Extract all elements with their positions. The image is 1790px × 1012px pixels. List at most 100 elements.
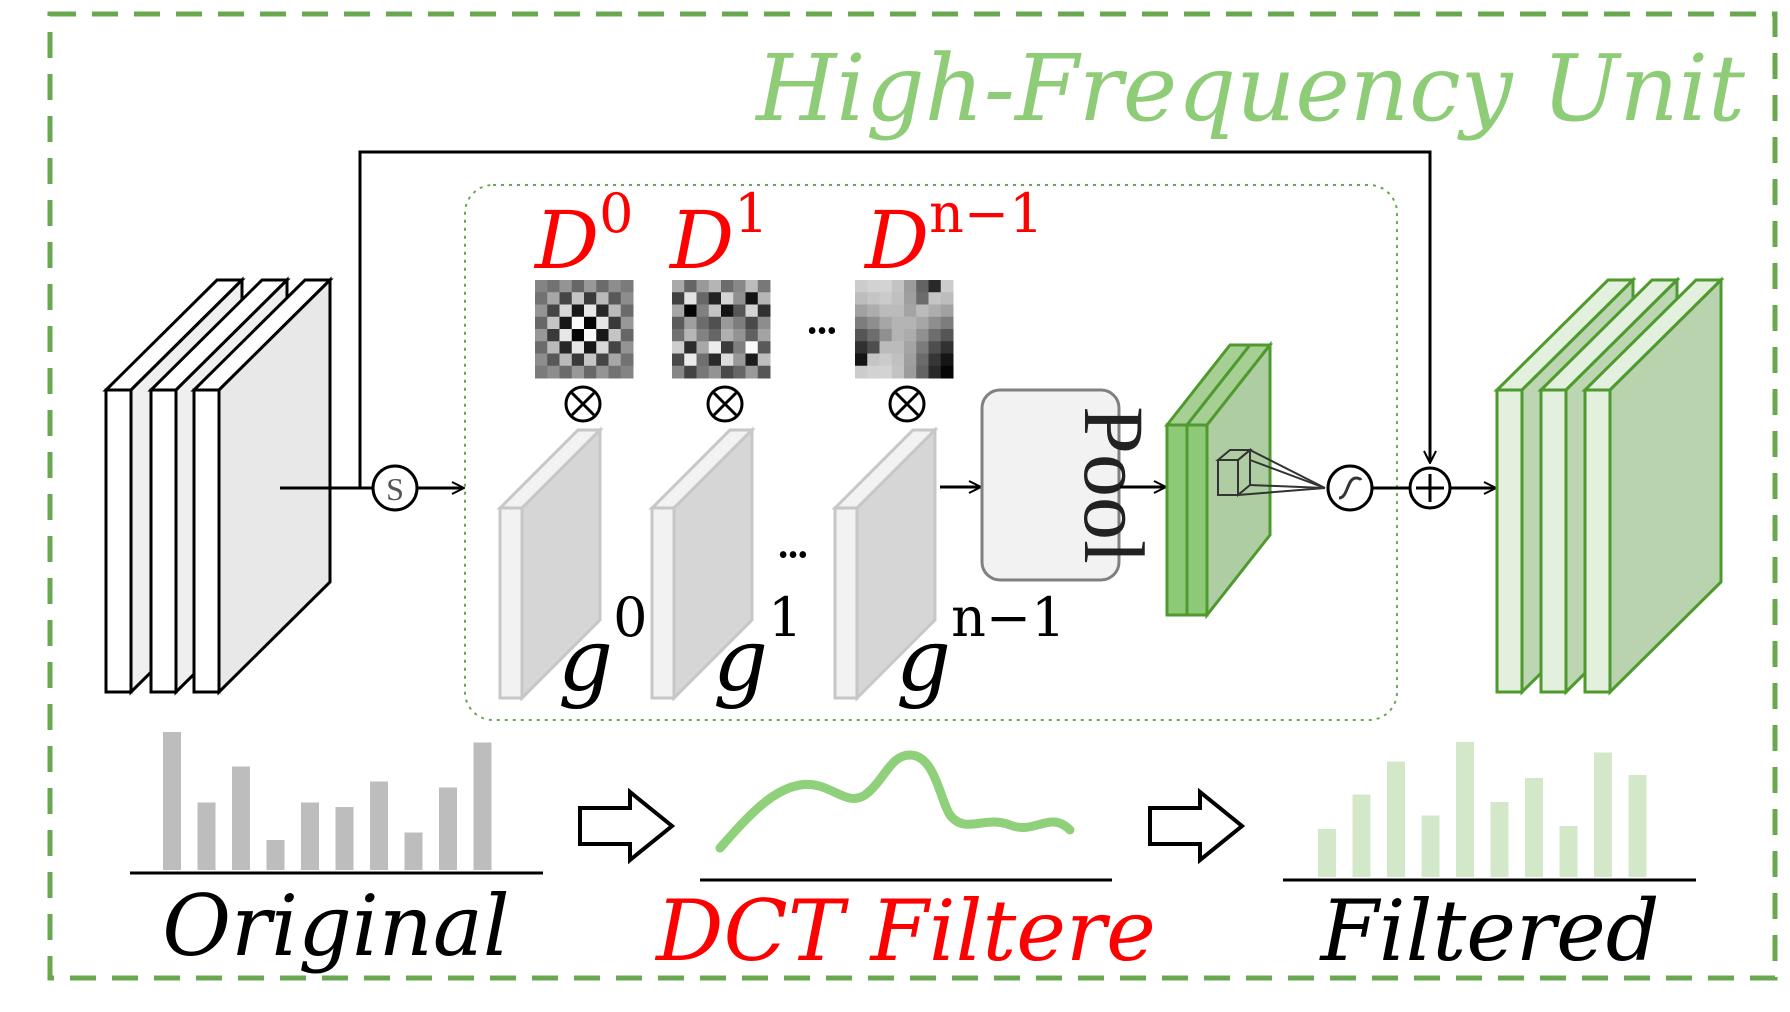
dct-pattern-cell	[904, 316, 917, 330]
caption-filtered: Filtered	[1318, 882, 1659, 980]
dct-pattern-cell	[733, 292, 746, 305]
histogram-bar	[266, 840, 285, 870]
dct-pattern-cell	[535, 280, 548, 293]
input-feature-map	[190, 276, 334, 696]
dct-pattern-cell	[559, 353, 573, 367]
dct-pattern-cell	[620, 329, 634, 342]
histogram-bar	[1628, 775, 1647, 877]
dct-pattern-cell	[559, 316, 573, 330]
dct-pattern-cell	[584, 316, 597, 330]
dct-pattern-cell	[535, 365, 548, 379]
dct-pattern-cell	[867, 304, 880, 318]
dct-pattern-cell	[672, 329, 685, 342]
histogram-bar	[439, 787, 457, 870]
dct-pattern-cell	[940, 304, 954, 318]
group-label-n-1: gn−1	[896, 586, 1065, 711]
dct-pattern-cell	[620, 280, 634, 293]
output-feature-maps	[1493, 276, 1725, 696]
group-label-0: g0	[558, 586, 647, 711]
dct-pattern-cell	[867, 280, 880, 293]
dct-pattern-cell	[721, 304, 734, 318]
dct-pattern-cell	[891, 304, 905, 318]
dct-pattern-cell	[855, 341, 868, 354]
histogram-bar	[1387, 761, 1405, 877]
dct-pattern-cell	[721, 353, 734, 367]
original-bar-chart	[163, 732, 492, 870]
dct-pattern-cell	[708, 329, 722, 342]
dct-pattern-cell	[596, 329, 609, 342]
dct-pattern-cell	[672, 341, 685, 354]
dct-pattern-cell	[904, 341, 917, 354]
dct-pattern-cell	[596, 292, 609, 305]
dct-pattern-cell	[928, 341, 942, 354]
dct-pattern-cell	[708, 280, 722, 293]
dct-pattern-cell	[745, 365, 759, 379]
dct-pattern-cell	[733, 304, 746, 318]
dct-pattern-cell	[596, 365, 609, 379]
dct-pattern-cell	[928, 329, 942, 342]
dct-pattern-cell	[879, 316, 893, 330]
dct-pattern-cell	[733, 341, 746, 354]
dct-pattern-cell	[904, 280, 917, 293]
dct-pattern-cell	[584, 341, 597, 354]
dct-pattern-cell	[745, 329, 759, 342]
dct-pattern-cell	[916, 341, 929, 354]
skip-connection-arrow	[358, 150, 1430, 488]
filtered-bar-chart	[1318, 742, 1647, 877]
dct-pattern-cell	[855, 316, 868, 330]
dct-pattern-cell	[940, 292, 954, 305]
dct-pattern-cell	[708, 316, 722, 330]
dct-pattern-cell	[672, 304, 685, 318]
dct-pattern-cell	[571, 341, 585, 354]
dct-pattern-cell	[696, 280, 710, 293]
dct-pattern-cell	[928, 292, 942, 305]
dct-pattern-cell	[596, 316, 609, 330]
dct-pattern-cell	[535, 304, 548, 318]
dct-pattern-cell	[855, 304, 868, 318]
dct-pattern-cell	[757, 329, 771, 342]
dct-pattern-cell	[867, 353, 880, 367]
dct-pattern-cell	[879, 341, 893, 354]
dct-pattern-cell	[708, 341, 722, 354]
unit-title: High-Frequency Unit	[754, 35, 1746, 142]
dct-pattern-cell	[684, 341, 697, 354]
multiply-operator	[564, 385, 602, 423]
dct-pattern-cell	[708, 365, 722, 379]
dct-pattern-cell	[904, 292, 917, 305]
dct-pattern-cell	[696, 316, 710, 330]
dct-basis-pattern-0	[535, 280, 634, 379]
dct-pattern-cell	[745, 316, 759, 330]
dct-pattern-cell	[916, 329, 929, 342]
dct-pattern-cell	[879, 280, 893, 293]
dct-pattern-cell	[928, 304, 942, 318]
dct-pattern-cell	[879, 353, 893, 367]
dct-pattern-cell	[904, 329, 917, 342]
add-node	[1408, 466, 1452, 510]
multiply-operator	[888, 385, 926, 423]
dct-pattern-cell	[559, 280, 573, 293]
dct-pattern-cell	[608, 292, 622, 305]
dct-pattern-cell	[745, 304, 759, 318]
dct-pattern-cell	[608, 341, 622, 354]
histogram-bar	[1352, 794, 1371, 877]
dct-pattern-cell	[608, 304, 622, 318]
histogram-bar	[335, 807, 354, 870]
dct-pattern-cell	[721, 316, 734, 330]
channel-group-0	[496, 426, 604, 702]
dct-pattern-cell	[916, 316, 929, 330]
pool-label: Pool	[1066, 406, 1162, 564]
dct-pattern-cell	[708, 304, 722, 318]
dct-pattern-cell	[535, 292, 548, 305]
dct-pattern-cell	[584, 280, 597, 293]
dct-pattern-cell	[733, 329, 746, 342]
dct-pattern-cell	[891, 280, 905, 293]
histogram-bar	[301, 802, 319, 870]
dct-pattern-cell	[696, 353, 710, 367]
dct-pattern-cell	[571, 292, 585, 305]
dct-pattern-cell	[696, 329, 710, 342]
dct-pattern-cell	[684, 329, 697, 342]
dct-pattern-cell	[684, 365, 697, 379]
dct-pattern-cell	[608, 316, 622, 330]
histogram-bar	[404, 832, 423, 870]
dct-pattern-cell	[745, 280, 759, 293]
